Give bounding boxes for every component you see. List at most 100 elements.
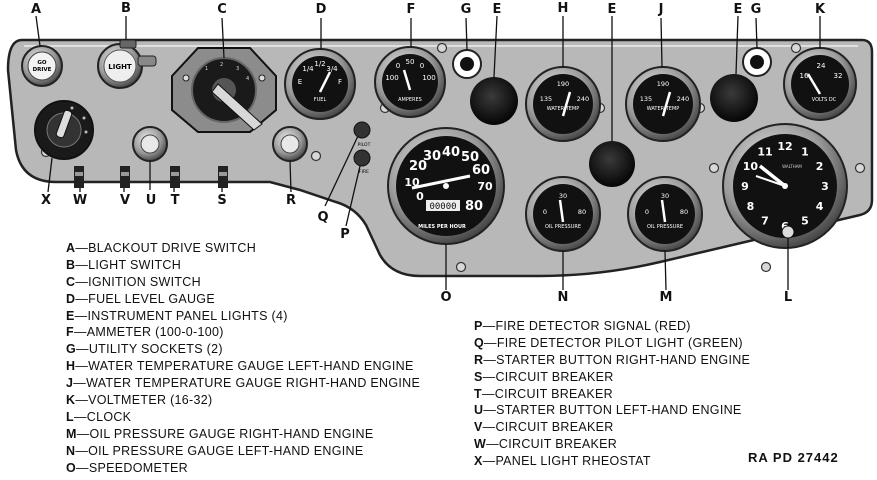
clock: 121234567891011 WALTHAM: [722, 123, 848, 249]
svg-text:3: 3: [236, 66, 239, 72]
utility-socket-right[interactable]: [742, 47, 772, 77]
starter-button-right[interactable]: [272, 126, 308, 162]
circuit-breaker-w[interactable]: [74, 166, 84, 188]
light-switch[interactable]: LIGHT: [97, 39, 157, 89]
legend-item: M—OIL PRESSURE GAUGE RIGHT-HAND ENGINE: [66, 426, 420, 443]
legend-text: —WATER TEMPERATURE GAUGE LEFT-HAND ENGIN…: [75, 359, 414, 374]
blackout-drive-switch[interactable]: GO DRIVE: [21, 45, 63, 87]
svg-text:L: L: [784, 290, 792, 305]
water-temp-gauge-left: 190 135 240 WATER TEMP: [525, 66, 601, 142]
svg-text:R: R: [286, 193, 296, 208]
svg-text:S: S: [217, 193, 226, 208]
legend-text: —BLACKOUT DRIVE SWITCH: [75, 241, 257, 255]
legend-text: —AMMETER (100-0-100): [73, 325, 224, 340]
svg-text:240: 240: [577, 95, 589, 103]
svg-text:WATER TEMP: WATER TEMP: [547, 106, 580, 112]
svg-text:C: C: [217, 2, 227, 17]
clock-numeral: 1: [801, 145, 809, 158]
legend-text: —CIRCUIT BREAKER: [486, 437, 618, 452]
legend-item: G—UTILITY SOCKETS (2): [66, 341, 420, 358]
legend-text: —INSTRUMENT PANEL LIGHTS (4): [74, 308, 288, 323]
speedometer: 0 10 20 30 40 50 60 70 80 MILES PER HOUR…: [387, 127, 505, 245]
svg-text:F: F: [407, 2, 416, 17]
svg-text:X: X: [41, 193, 51, 208]
legend-text: —CIRCUIT BREAKER: [481, 386, 613, 401]
svg-text:30: 30: [559, 192, 567, 200]
circuit-breaker-t[interactable]: [170, 166, 180, 188]
legend-text: —FUEL LEVEL GAUGE: [75, 291, 215, 306]
svg-text:190: 190: [657, 80, 669, 88]
legend-item: F—AMMETER (100-0-100): [66, 324, 420, 341]
starter-button-left[interactable]: [132, 126, 168, 162]
utility-socket-left[interactable]: [452, 49, 482, 79]
svg-text:30: 30: [423, 149, 441, 164]
svg-text:135: 135: [640, 95, 652, 103]
clock-numeral: 10: [743, 160, 759, 173]
legend-item: R—STARTER BUTTON RIGHT-HAND ENGINE: [474, 352, 750, 369]
svg-text:50: 50: [461, 150, 479, 165]
voltmeter: 24 16 32 VOLTS DC: [783, 47, 857, 121]
clock-numeral: 3: [821, 180, 829, 193]
svg-text:WALTHAM: WALTHAM: [782, 164, 802, 169]
legend-item: E—INSTRUMENT PANEL LIGHTS (4): [66, 308, 420, 325]
svg-text:M: M: [660, 290, 673, 305]
svg-text:F: F: [338, 78, 342, 86]
legend-text: —OIL PRESSURE GAUGE RIGHT-HAND ENGINE: [76, 426, 374, 441]
panel-light-rheostat[interactable]: [34, 100, 94, 160]
clock-numeral: 4: [816, 200, 824, 213]
svg-text:OIL PRESSURE: OIL PRESSURE: [647, 224, 683, 230]
legend-key: A: [66, 241, 76, 255]
callout-letters: A B C D F G E H E J E G K X W V U T S R …: [31, 1, 826, 305]
svg-text:Q: Q: [317, 210, 328, 225]
legend-text: —CIRCUIT BREAKER: [482, 369, 614, 384]
clock-numeral: 7: [761, 215, 769, 228]
circuit-breaker-v[interactable]: [120, 166, 130, 188]
clock-numeral: 11: [757, 145, 772, 158]
svg-text:80: 80: [578, 208, 586, 216]
svg-text:70: 70: [477, 180, 493, 193]
legend-item: D—FUEL LEVEL GAUGE: [66, 291, 420, 308]
svg-text:A: A: [31, 2, 41, 17]
svg-text:100: 100: [385, 74, 398, 82]
legend-item: Q—FIRE DETECTOR PILOT LIGHT (GREEN): [474, 335, 750, 352]
svg-text:2: 2: [220, 62, 223, 68]
svg-text:E: E: [298, 78, 302, 86]
legend-key: H: [66, 359, 76, 374]
svg-text:GO: GO: [37, 60, 47, 66]
svg-text:E: E: [493, 2, 502, 17]
svg-text:VOLTS DC: VOLTS DC: [812, 97, 837, 103]
svg-text:W: W: [73, 193, 87, 208]
svg-text:50: 50: [406, 58, 415, 66]
legend-text: —STARTER BUTTON LEFT-HAND ENGINE: [483, 403, 742, 418]
legend-item: C—IGNITION SWITCH: [66, 274, 420, 291]
legend-key: D: [66, 291, 76, 306]
svg-text:FIRE: FIRE: [359, 169, 369, 175]
svg-text:240: 240: [677, 95, 689, 103]
legend-item: H—WATER TEMPERATURE GAUGE LEFT-HAND ENGI…: [66, 358, 420, 375]
svg-text:LIGHT: LIGHT: [108, 63, 132, 71]
legend-item: V—CIRCUIT BREAKER: [474, 419, 750, 436]
legend-text: —FIRE DETECTOR PILOT LIGHT (GREEN): [484, 335, 743, 350]
svg-text:J: J: [658, 2, 664, 17]
legend-key: M: [66, 426, 77, 441]
legend-right: P—FIRE DETECTOR SIGNAL (RED)Q—FIRE DETEC…: [474, 318, 750, 470]
circuit-breaker-s[interactable]: [218, 166, 228, 188]
svg-text:0: 0: [396, 62, 400, 70]
legend-key: Q: [474, 335, 485, 350]
legend-key: J: [66, 376, 74, 391]
legend-text: —CIRCUIT BREAKER: [482, 420, 614, 435]
legend-key: G: [66, 342, 77, 357]
svg-text:AMPERES: AMPERES: [398, 97, 422, 103]
legend-text: —SPEEDOMETER: [76, 460, 188, 475]
svg-text:190: 190: [557, 80, 569, 88]
svg-text:1: 1: [205, 66, 208, 72]
legend-text: —UTILITY SOCKETS (2): [76, 342, 223, 357]
legend-text: —CLOCK: [73, 409, 132, 424]
svg-text:DRIVE: DRIVE: [33, 67, 52, 73]
clock-numeral: 8: [747, 200, 755, 213]
svg-text:T: T: [171, 193, 180, 208]
svg-text:60: 60: [472, 163, 490, 178]
svg-text:24: 24: [817, 62, 826, 70]
